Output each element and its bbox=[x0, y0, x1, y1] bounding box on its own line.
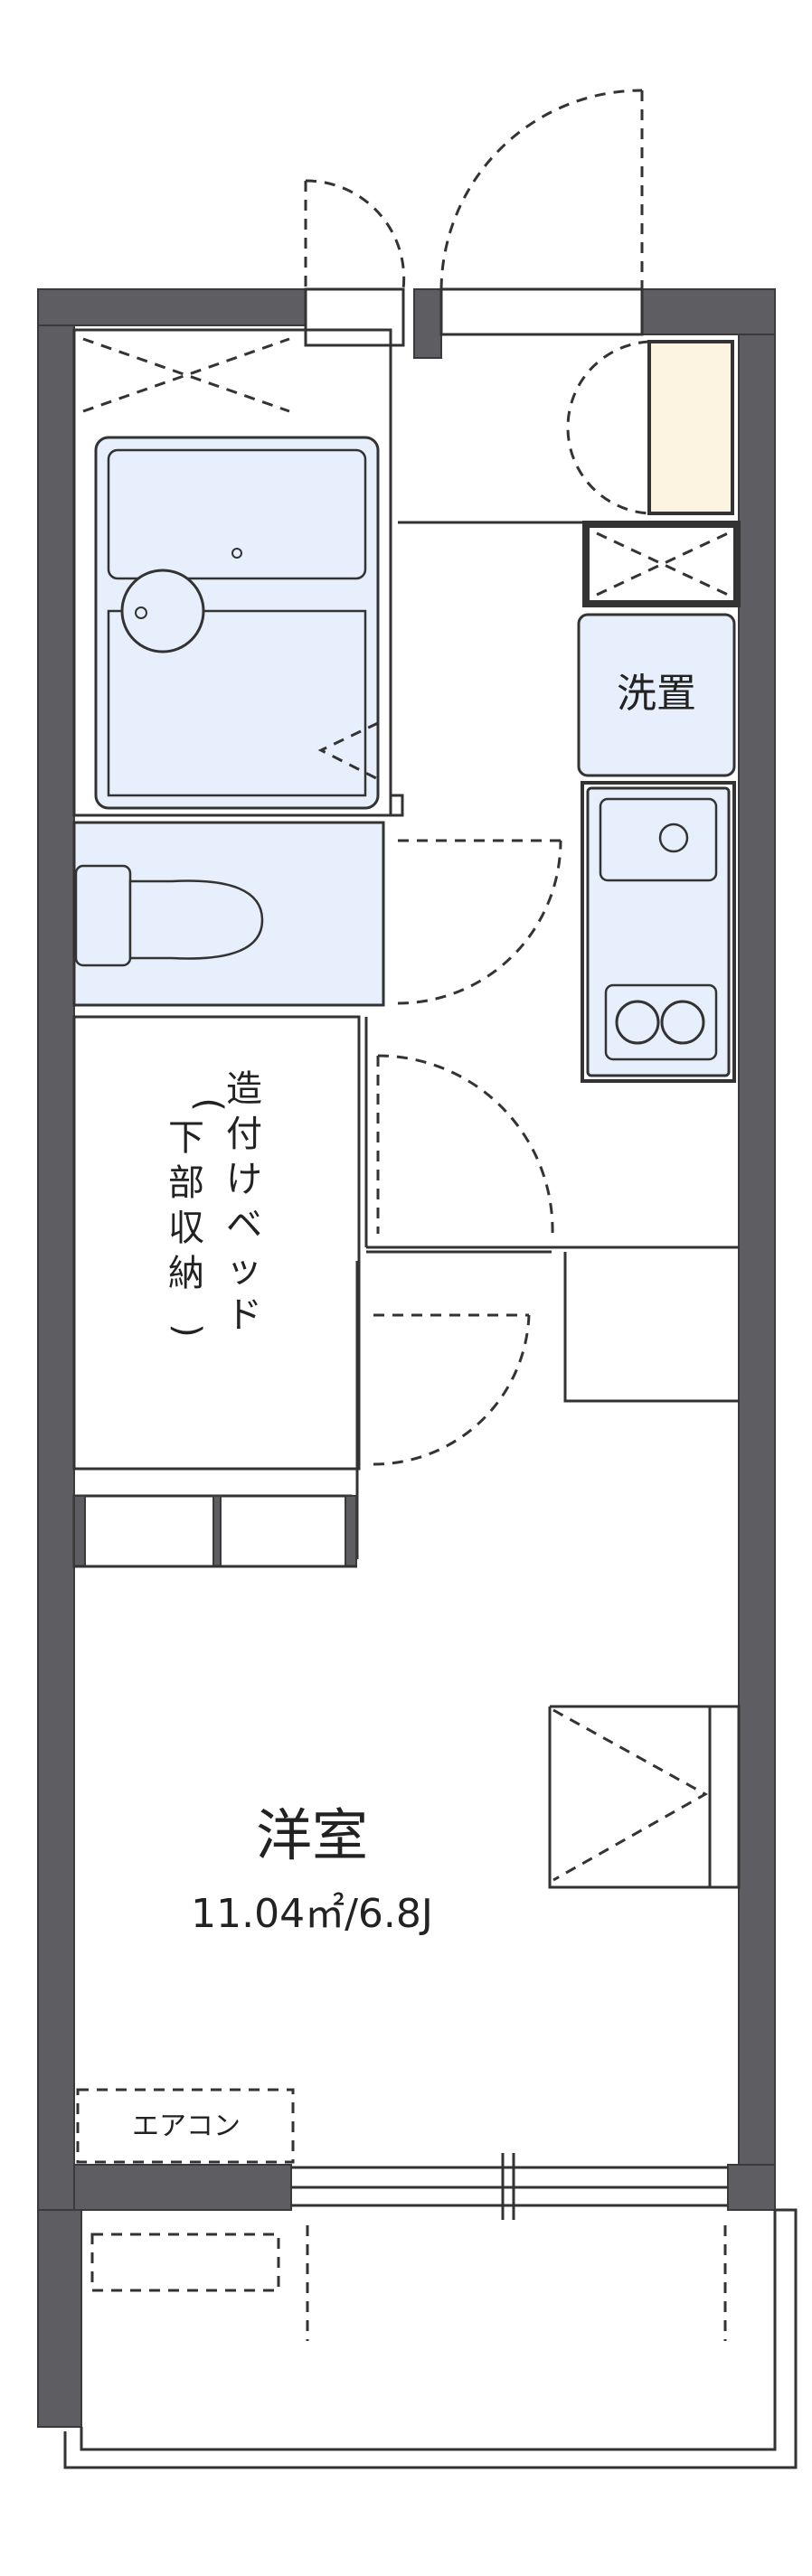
svg-text:(: ( bbox=[188, 1097, 230, 1112]
balcony bbox=[63, 2208, 798, 2469]
aircon-label: エアコン bbox=[132, 2111, 241, 2142]
toilet-bowl bbox=[128, 879, 264, 960]
svg-text:): ) bbox=[166, 1323, 208, 1338]
svg-text:ベ: ベ bbox=[226, 1204, 262, 1246]
interior-partition bbox=[355, 1017, 739, 1559]
closet-doors bbox=[72, 1494, 357, 1568]
balcony-sliding-door bbox=[291, 2153, 728, 2220]
svg-text:造: 造 bbox=[226, 1068, 262, 1110]
east-window bbox=[548, 1705, 741, 1889]
toilet-room bbox=[72, 821, 562, 1007]
closet-cross bbox=[582, 521, 741, 607]
builtin-bed: 造 付 け ベ ッ ド ( 下 部 収 納 ) bbox=[72, 1015, 361, 1471]
svg-text:付: 付 bbox=[226, 1114, 262, 1155]
svg-text:け: け bbox=[226, 1159, 262, 1200]
svg-text:納: 納 bbox=[168, 1253, 204, 1294]
main-room-area: 11.04㎡/6.8J bbox=[191, 1891, 433, 1937]
toilet-tank bbox=[74, 864, 132, 967]
svg-text:ド: ド bbox=[226, 1294, 262, 1336]
bathroom bbox=[72, 328, 404, 817]
svg-text:収: 収 bbox=[168, 1208, 204, 1249]
entrance bbox=[304, 89, 644, 347]
sink-drain bbox=[658, 823, 689, 853]
svg-text:部: 部 bbox=[168, 1162, 204, 1204]
air-conditioner: エアコン bbox=[76, 2088, 295, 2164]
washing-machine-space: 洗置 bbox=[577, 613, 736, 777]
under-storage-text: ( 下 部 収 納 ) bbox=[166, 1097, 230, 1338]
kitchen-counter bbox=[581, 781, 736, 1083]
main-room-name: 洋室 bbox=[256, 1802, 368, 1868]
svg-text:下: 下 bbox=[168, 1117, 204, 1159]
shoe-storage bbox=[647, 340, 734, 515]
svg-text:ッ: ッ bbox=[226, 1249, 262, 1291]
washbasin bbox=[120, 569, 205, 653]
builtin-bed-text: 造 付 け ベ ッ ド bbox=[226, 1068, 262, 1336]
main-room: 洋室 11.04㎡/6.8J bbox=[191, 1802, 433, 1937]
exterior-walls bbox=[37, 288, 776, 2428]
sink-basin bbox=[599, 797, 718, 882]
washroom-label: 洗置 bbox=[617, 671, 696, 717]
